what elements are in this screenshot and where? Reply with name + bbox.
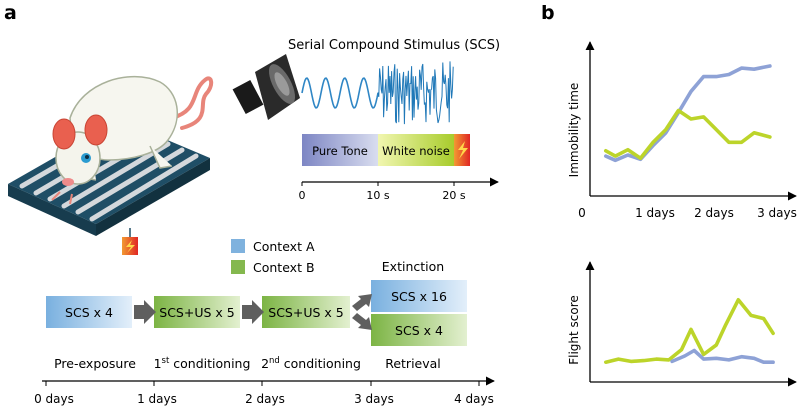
protocol-arrow-1: [134, 300, 156, 324]
pure-tone-waveform: [301, 77, 379, 109]
protocol-box-label-conditioning-2: SCS+US x 5: [268, 305, 343, 320]
timeline-tick-label-2: 2 days: [245, 392, 285, 406]
extinction-label: Extinction: [382, 259, 444, 274]
chart-immobility: Immobility time 0 1 days 2 days 3 days: [567, 41, 797, 220]
phase-conditioning-2-number: 2: [261, 356, 269, 371]
protocol-box-label-extinction: SCS x 16: [391, 289, 447, 304]
timeline-tick-label-4: 4 days: [454, 392, 494, 406]
scs-tick-label-20: 20 s: [442, 189, 465, 202]
protocol-box-pre-exposure: [46, 296, 132, 328]
protocol-box-retrieval: [371, 314, 467, 346]
protocol-arrow-up: [352, 294, 372, 311]
panel-b-label: b: [541, 2, 555, 24]
phase-label-conditioning-1: 1st conditioning: [154, 356, 251, 371]
phase-conditioning-1-number: 1: [154, 356, 162, 371]
timeline-tick-label-1: 1 days: [137, 392, 177, 406]
chart-flight-series-0-line: [604, 298, 775, 364]
scs-pure-tone-label: Pure Tone: [312, 144, 368, 158]
phase-conditioning-2-word: conditioning: [280, 356, 361, 371]
chart-flight-series-1-line: [670, 348, 775, 364]
speaker-icon: [232, 54, 300, 120]
protocol-box-label-pre-exposure: SCS x 4: [65, 305, 113, 320]
white-noise-waveform: [377, 61, 454, 125]
protocol-arrow-down: [352, 313, 372, 330]
phase-conditioning-2-ordinal: nd: [269, 356, 280, 366]
scs-pure-tone-segment: [302, 134, 378, 166]
rat-illustration: [51, 75, 214, 205]
scs-white-noise-segment: [378, 134, 454, 166]
chart-immobility-xtick-1: 1 days: [635, 206, 675, 220]
legend-label-context-a: Context A: [253, 239, 315, 254]
chart-immobility-series-0-line: [604, 64, 772, 163]
scs-shock-icon: [458, 141, 468, 159]
legend-label-context-b: Context B: [253, 260, 315, 275]
protocol-box-label-retrieval: SCS x 4: [395, 323, 443, 338]
phase-label-pre-exposure: Pre-exposure: [54, 356, 136, 371]
scs-tick-label-10: 10 s: [366, 189, 389, 202]
chart-immobility-xtick-3: 3 days: [757, 206, 797, 220]
timeline-tick-label-3: 3 days: [354, 392, 394, 406]
legend-swatch-context-a: [231, 239, 245, 253]
scs-title: Serial Compound Stimulus (SCS): [288, 38, 500, 53]
protocol-box-conditioning-2: [262, 296, 350, 328]
panel-a-label: a: [4, 2, 17, 24]
timeline-tick-label-0: 0 days: [34, 392, 74, 406]
chart-immobility-ylabel: Immobility time: [567, 83, 581, 178]
chart-immobility-xtick-0: 0: [578, 206, 586, 220]
scs-tick-label-0: 0: [299, 189, 306, 202]
phase-conditioning-1-ordinal: st: [162, 356, 170, 366]
phase-label-retrieval: Retrieval: [385, 356, 441, 371]
protocol-box-extinction: [371, 280, 467, 312]
phase-label-conditioning-2: 2nd conditioning: [261, 356, 361, 371]
protocol-arrow-2: [242, 300, 264, 324]
legend-swatch-context-b: [231, 260, 245, 274]
scs-white-noise-label: White noise: [382, 144, 450, 158]
timeline-ticks: [45, 381, 480, 386]
chart-immobility-xtick-2: 2 days: [694, 206, 734, 220]
chart-flight-ylabel: Flight score: [567, 295, 581, 365]
phase-conditioning-1-word: conditioning: [169, 356, 250, 371]
protocol-box-conditioning-1: [154, 296, 240, 328]
chart-immobility-series-1-line: [604, 108, 772, 160]
protocol-box-label-conditioning-1: SCS+US x 5: [159, 305, 234, 320]
chart-flight: Flight score: [567, 261, 797, 387]
grid-shock-icon: [122, 228, 138, 255]
